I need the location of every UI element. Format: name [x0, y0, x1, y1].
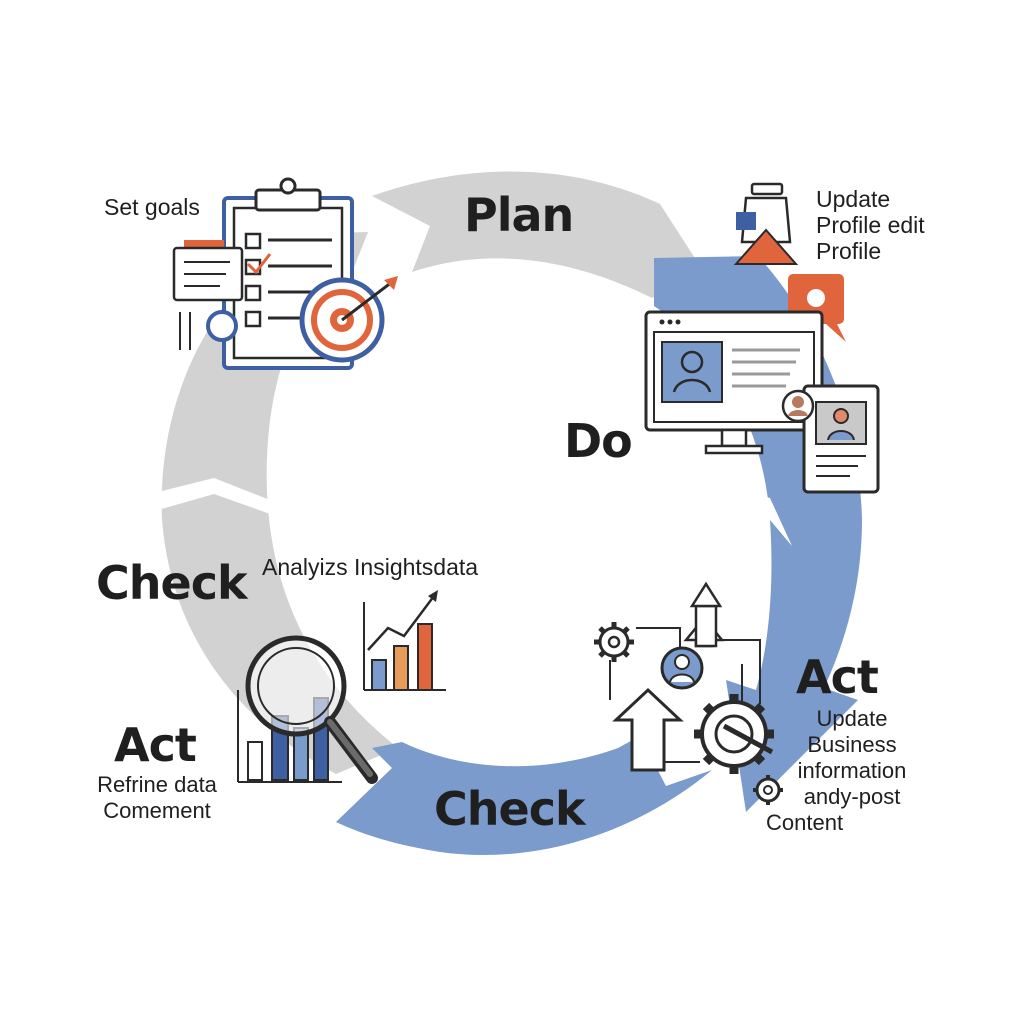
tablet-icon	[781, 384, 880, 494]
note-analyze: Analyizs Insightsdata	[262, 554, 479, 580]
note-line: Profile	[816, 238, 882, 264]
note-update-business: Update Business information andy-post Co…	[764, 706, 940, 836]
gray-arrow-left	[161, 232, 398, 774]
blue-arrow-bottom	[336, 736, 712, 856]
note-line: information	[797, 758, 907, 783]
note-line: Update	[816, 706, 888, 731]
note-line: Comement	[103, 798, 211, 823]
target-icon	[299, 276, 398, 363]
note-card-icon	[172, 240, 244, 350]
stage-check-bottom-label: Check	[434, 782, 586, 836]
tiny-gear-icon	[753, 775, 783, 805]
gray-arrow-top	[372, 171, 700, 298]
stage-plan-label: Plan	[464, 188, 574, 242]
chat-bubble-icon	[788, 274, 846, 342]
note-update-profile: Update Profile edit Profile	[816, 186, 925, 264]
small-gear-icon	[594, 622, 634, 662]
note-refine: Refrine data Comement	[86, 772, 228, 824]
note-line: Business	[807, 732, 897, 757]
stage-check-left-label: Check	[96, 556, 248, 610]
profile-bust-icon	[733, 182, 799, 265]
stage-act-left-label: Act	[114, 718, 197, 772]
note-set-goals: Set goals	[104, 194, 200, 220]
trend-chart-icon	[363, 590, 446, 691]
stage-do-label: Do	[564, 414, 633, 468]
note-line: Update	[816, 186, 891, 212]
note-line: Content	[766, 810, 844, 835]
magnifier-chart-icon	[237, 635, 378, 784]
large-gear-icon	[694, 694, 774, 774]
note-line: Refrine data	[97, 772, 217, 797]
note-line: andy-post	[803, 784, 901, 809]
note-line: Profile edit	[816, 212, 925, 238]
stage-act-right-label: Act	[796, 650, 879, 704]
process-gears-icon	[594, 581, 783, 805]
